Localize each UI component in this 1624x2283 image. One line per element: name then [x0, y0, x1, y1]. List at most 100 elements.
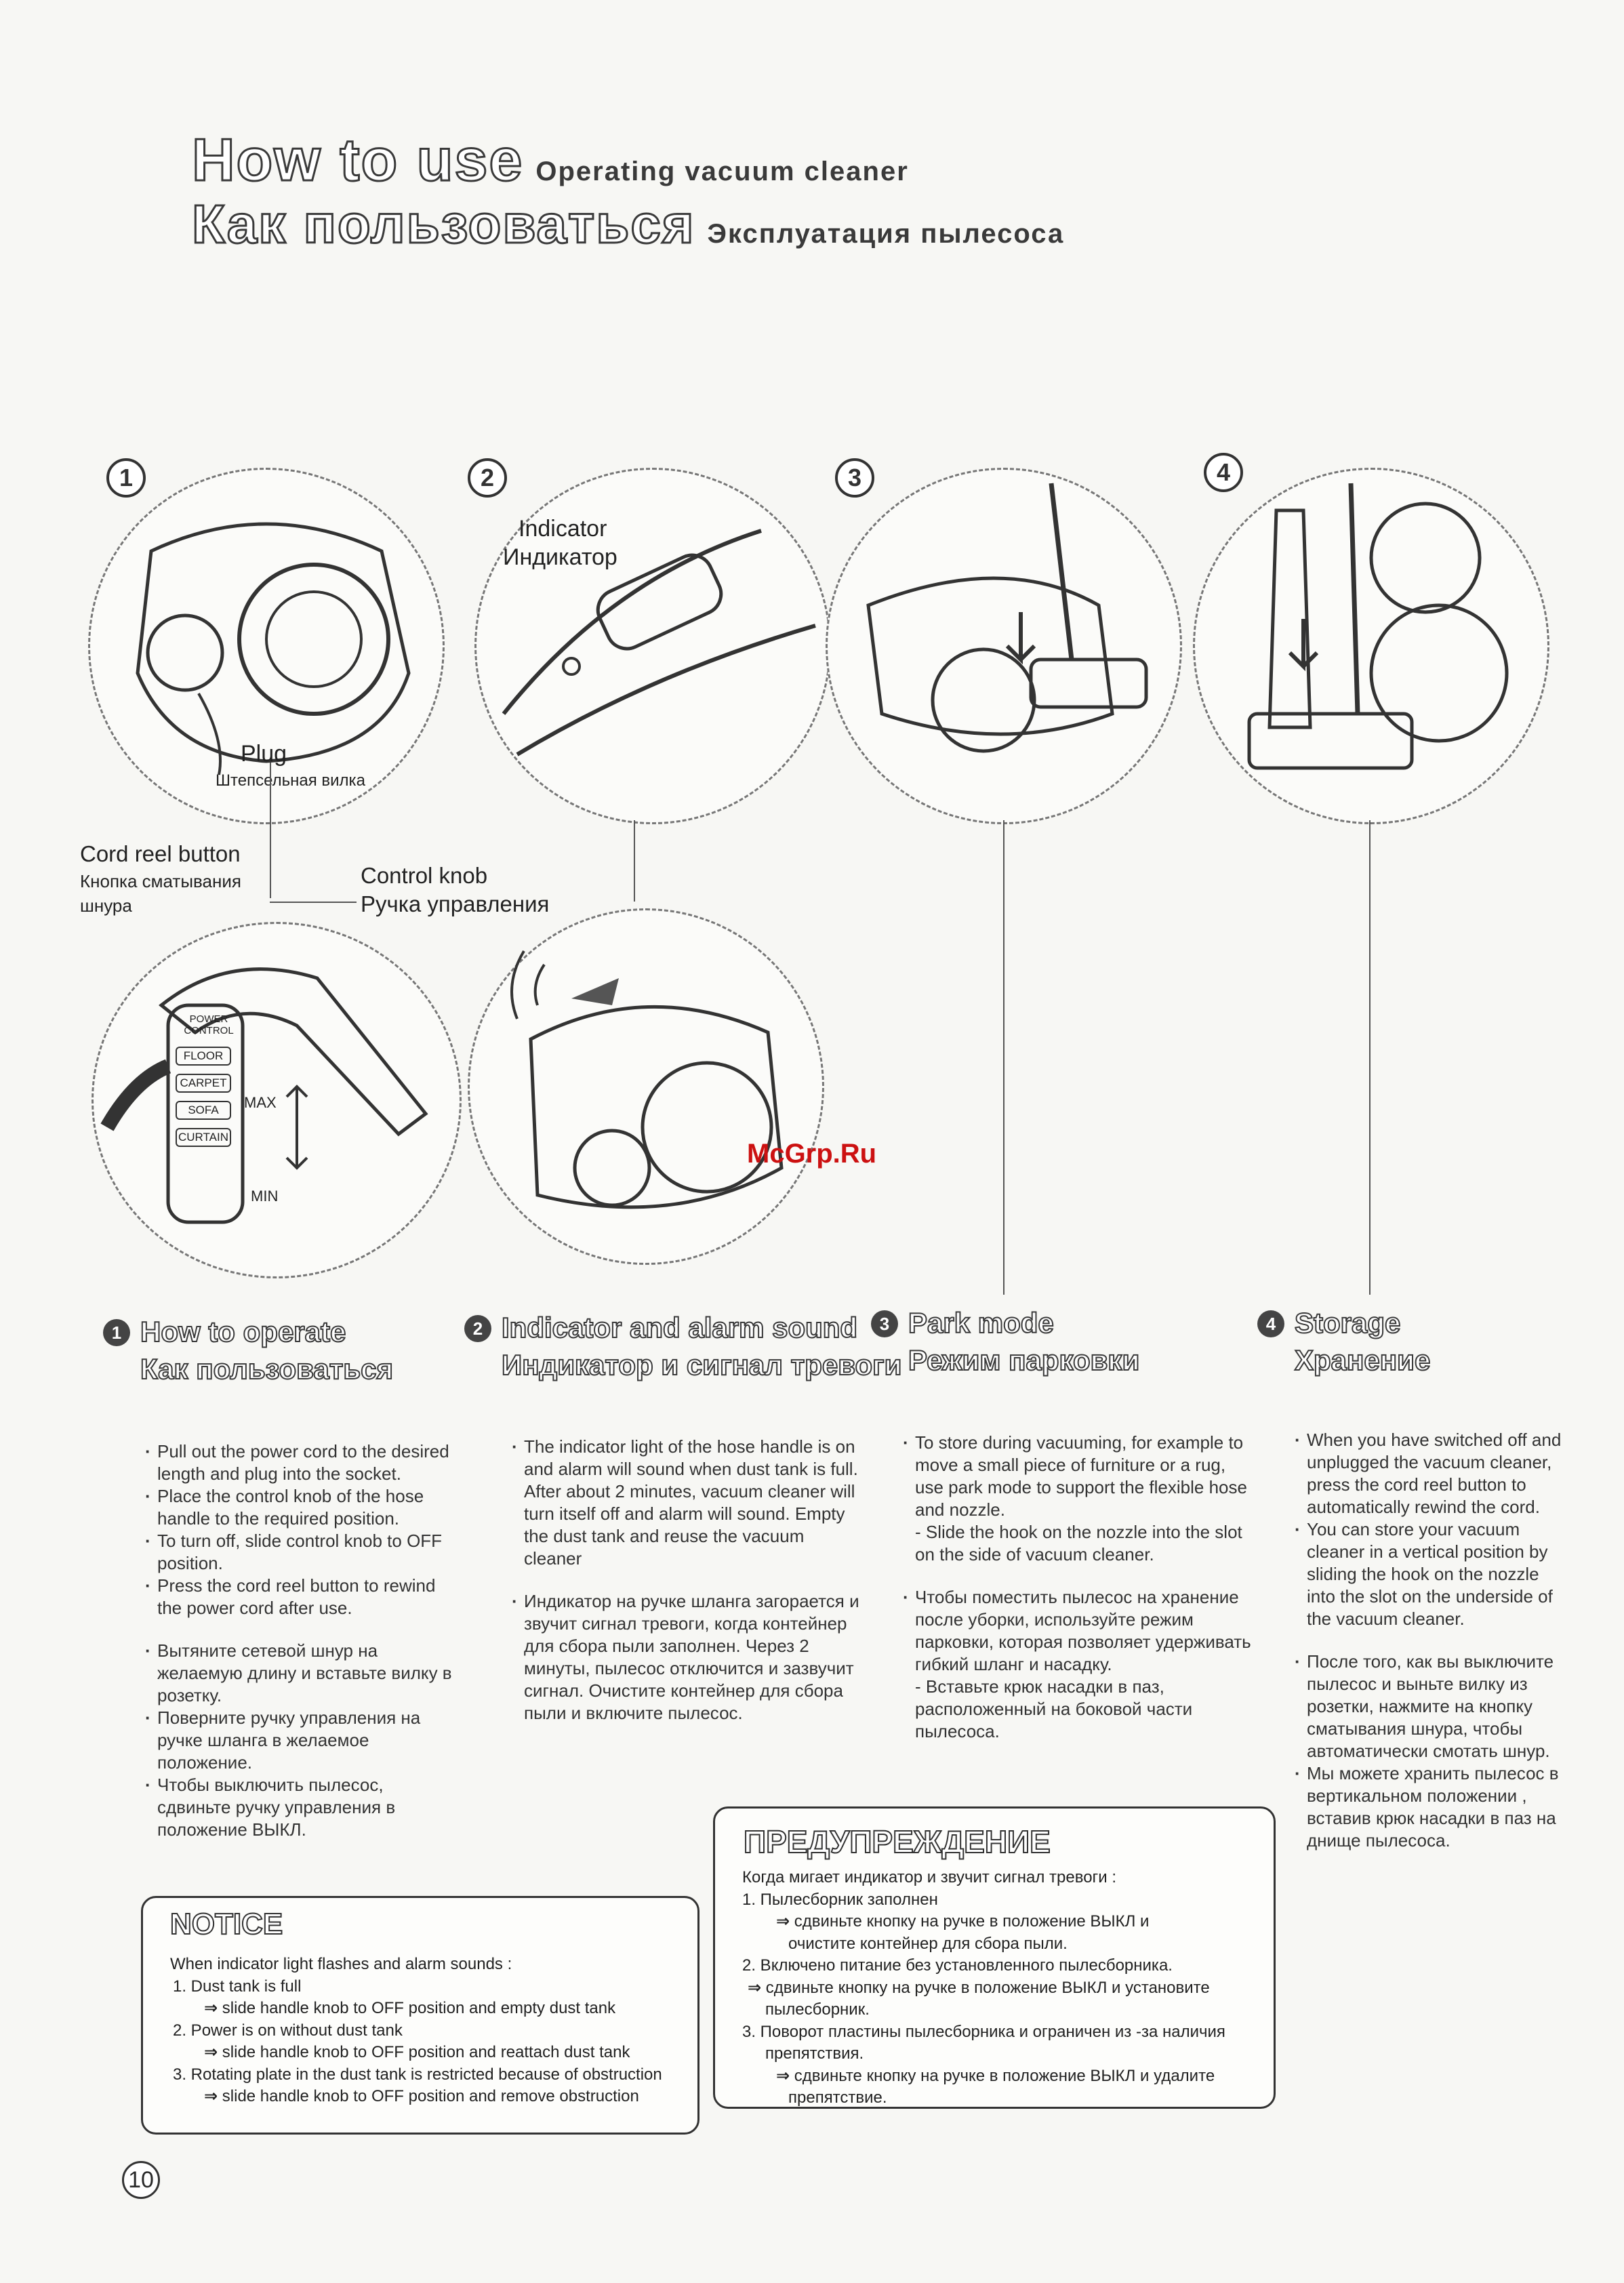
section-1-header: 1 How to operate Как пользоваться [103, 1314, 394, 1388]
list-item: To store during vacuuming, for example t… [901, 1432, 1254, 1521]
list-item: Мы можете хранить пылесос в вертикальном… [1293, 1762, 1564, 1852]
leader-line-fig3 [1003, 820, 1004, 1295]
list-item: Поверните ручку управления на ручке шлан… [144, 1707, 455, 1774]
section-1-title-en: How to operate [140, 1315, 346, 1348]
list-item: You can store your vacuum cleaner in a v… [1293, 1518, 1564, 1630]
storage-illustration [1247, 483, 1509, 770]
section-1-number: 1 [103, 1319, 130, 1346]
section-2-title-en: Indicator and alarm sound [501, 1311, 858, 1344]
list-item: When you have switched off and unplugged… [1293, 1429, 1564, 1518]
notice-item-3-action: slide handle knob to OFF position and re… [170, 2086, 685, 2108]
list-item: Вытяните сетевой шнур на желаемую длину … [144, 1640, 455, 1707]
warning-title: ПРЕДУПРЕЖДЕНИЕ [743, 1823, 1051, 1860]
notice-intro: When indicator light flashes and alarm s… [170, 1955, 512, 1973]
plug-label-ru: Штепсельная вилка [216, 771, 365, 790]
notice-item-3: 3. Rotating plate in the dust tank is re… [173, 2065, 662, 2084]
section-4-text: When you have switched off and unplugged… [1293, 1429, 1564, 1852]
figure-number-4: 4 [1204, 453, 1243, 492]
indicator-label-en: Indicator [519, 516, 607, 542]
section-4-number: 4 [1257, 1310, 1284, 1337]
power-control-label: POWER CONTROL [184, 1013, 234, 1036]
warning-box: ПРЕДУПРЕЖДЕНИЕ Когда мигает индикатор и … [713, 1806, 1276, 2109]
figure-circle-storage [1193, 468, 1549, 824]
warning-item-3-cont: препятствия. [765, 2044, 864, 2063]
section-2-header: 2 Indicator and alarm sound Индикатор и … [464, 1310, 902, 1383]
watermark: McGrp.Ru [747, 1139, 877, 1169]
max-label: MAX [244, 1094, 277, 1111]
warning-item-3-action-cont: препятствие. [788, 2088, 887, 2107]
hose-handle-illustration [502, 529, 816, 756]
figure-circle-plug [88, 468, 445, 824]
curtain-setting: CURTAIN [176, 1128, 231, 1147]
title-en-sub: Operating vacuum cleaner [535, 157, 909, 186]
section-3-sub-en: - Slide the hook on the nozzle into the … [915, 1522, 1242, 1564]
list-item: После того, как вы выключите пылесос и в… [1293, 1651, 1564, 1762]
list-item: Place the control knob of the hose handl… [144, 1485, 455, 1530]
list-item: Pull out the power cord to the desired l… [144, 1440, 455, 1485]
notice-item-2: 2. Power is on without dust tank [173, 2021, 403, 2040]
control-knob-label-en: Control knob [361, 863, 488, 888]
handle-control-illustration [100, 967, 428, 1224]
notice-item-2-action: slide handle knob to OFF position and re… [170, 2042, 685, 2064]
section-4-header: 4 Storage Хранение [1257, 1305, 1431, 1379]
notice-item-1: 1. Dust tank is full [173, 1977, 302, 1996]
list-item: Чтобы поместить пылесос на хранение посл… [901, 1586, 1254, 1676]
section-2-text: The indicator light of the hose handle i… [510, 1436, 863, 1724]
floor-setting: FLOOR [176, 1047, 231, 1066]
section-2-number: 2 [464, 1315, 491, 1342]
warning-item-2: 2. Включено питание без установленного п… [742, 1956, 1173, 1975]
title-ru-main: Как пользоваться [191, 193, 695, 256]
section-3-header: 3 Park mode Режим парковки [871, 1305, 1140, 1379]
cord-reel-label-ru: Кнопка сматывания шнура [80, 871, 241, 916]
section-1-text: Pull out the power cord to the desired l… [144, 1440, 455, 1841]
min-label: MIN [251, 1188, 279, 1205]
indicator-label-ru: Индикатор [503, 544, 617, 570]
list-item: The indicator light of the hose handle i… [510, 1436, 863, 1570]
carpet-setting: CARPET [176, 1074, 231, 1093]
notice-item-1-action: slide handle knob to OFF position and em… [170, 1998, 685, 2020]
section-4-title-ru: Хранение [1294, 1343, 1431, 1377]
figure-number-2: 2 [468, 458, 507, 498]
section-3-title-ru: Режим парковки [908, 1343, 1140, 1377]
warning-item-2-action: сдвиньте кнопку на ручке в положение ВЫК… [742, 1977, 1264, 2000]
section-4-title-en: Storage [1294, 1306, 1401, 1339]
section-3-title-en: Park mode [908, 1306, 1055, 1339]
warning-item-3-action: сдвиньте кнопку на ручке в положение ВЫК… [742, 2065, 1264, 2088]
list-item: Press the cord reel button to rewind the… [144, 1575, 455, 1619]
title-en: How to use Operating vacuum cleaner [190, 125, 909, 195]
section-3-text: To store during vacuuming, for example t… [901, 1432, 1254, 1743]
warning-item-2-action-cont: пылесборник. [765, 2000, 870, 2019]
vacuum-body-illustration [136, 522, 411, 775]
notice-title: NOTICE [169, 1907, 283, 1941]
list-item: Чтобы выключить пылесос, сдвиньте ручку … [144, 1774, 455, 1841]
warning-intro: Когда мигает индикатор и звучит сигнал т… [742, 1868, 1117, 1886]
warning-item-1-action-cont: очистите контейнер для сбора пыли. [788, 1934, 1068, 1953]
leader-line-fig4 [1369, 820, 1371, 1295]
control-knob-label-ru: Ручка управления [361, 891, 550, 916]
section-1-title-ru: Как пользоваться [140, 1352, 394, 1386]
figure-number-3: 3 [835, 458, 874, 498]
vacuum-alarm-illustration [510, 950, 784, 1209]
warning-item-1-action: сдвиньте кнопку на ручке в положение ВЫК… [742, 1911, 1264, 1933]
title-en-main: How to use [190, 125, 524, 195]
figure-circle-alarm [468, 908, 824, 1265]
section-3-sub-ru: - Вставьте крюк насадки в паз, расположе… [915, 1676, 1193, 1741]
plug-label-en: Plug [241, 741, 287, 767]
figure-number-1: 1 [106, 458, 146, 498]
figure-circle-park [826, 468, 1182, 824]
warning-item-3: 3. Поворот пластины пылесборника и огран… [742, 2022, 1225, 2041]
title-ru-sub: Эксплуатация пылесоса [707, 219, 1065, 249]
list-item: To turn off, slide control knob to OFF p… [144, 1530, 455, 1575]
title-ru: Как пользоваться Эксплуатация пылесоса [191, 193, 1065, 256]
park-mode-illustration [866, 483, 1148, 753]
notice-box: NOTICE When indicator light flashes and … [141, 1896, 699, 2135]
cord-reel-label-en: Cord reel button [80, 841, 241, 866]
leader-line-fig2 [634, 820, 635, 902]
figure-circle-handle [92, 922, 462, 1278]
list-item: Индикатор на ручке шланга загорается и з… [510, 1590, 863, 1724]
warning-lines: Когда мигает индикатор и звучит сигнал т… [742, 1867, 1264, 2109]
warning-item-1: 1. Пылесборник заполнен [742, 1890, 938, 1909]
notice-lines: When indicator light flashes and alarm s… [170, 1954, 685, 2108]
leader-line-cord-reel [270, 763, 271, 898]
leader-line-knob [270, 902, 357, 903]
